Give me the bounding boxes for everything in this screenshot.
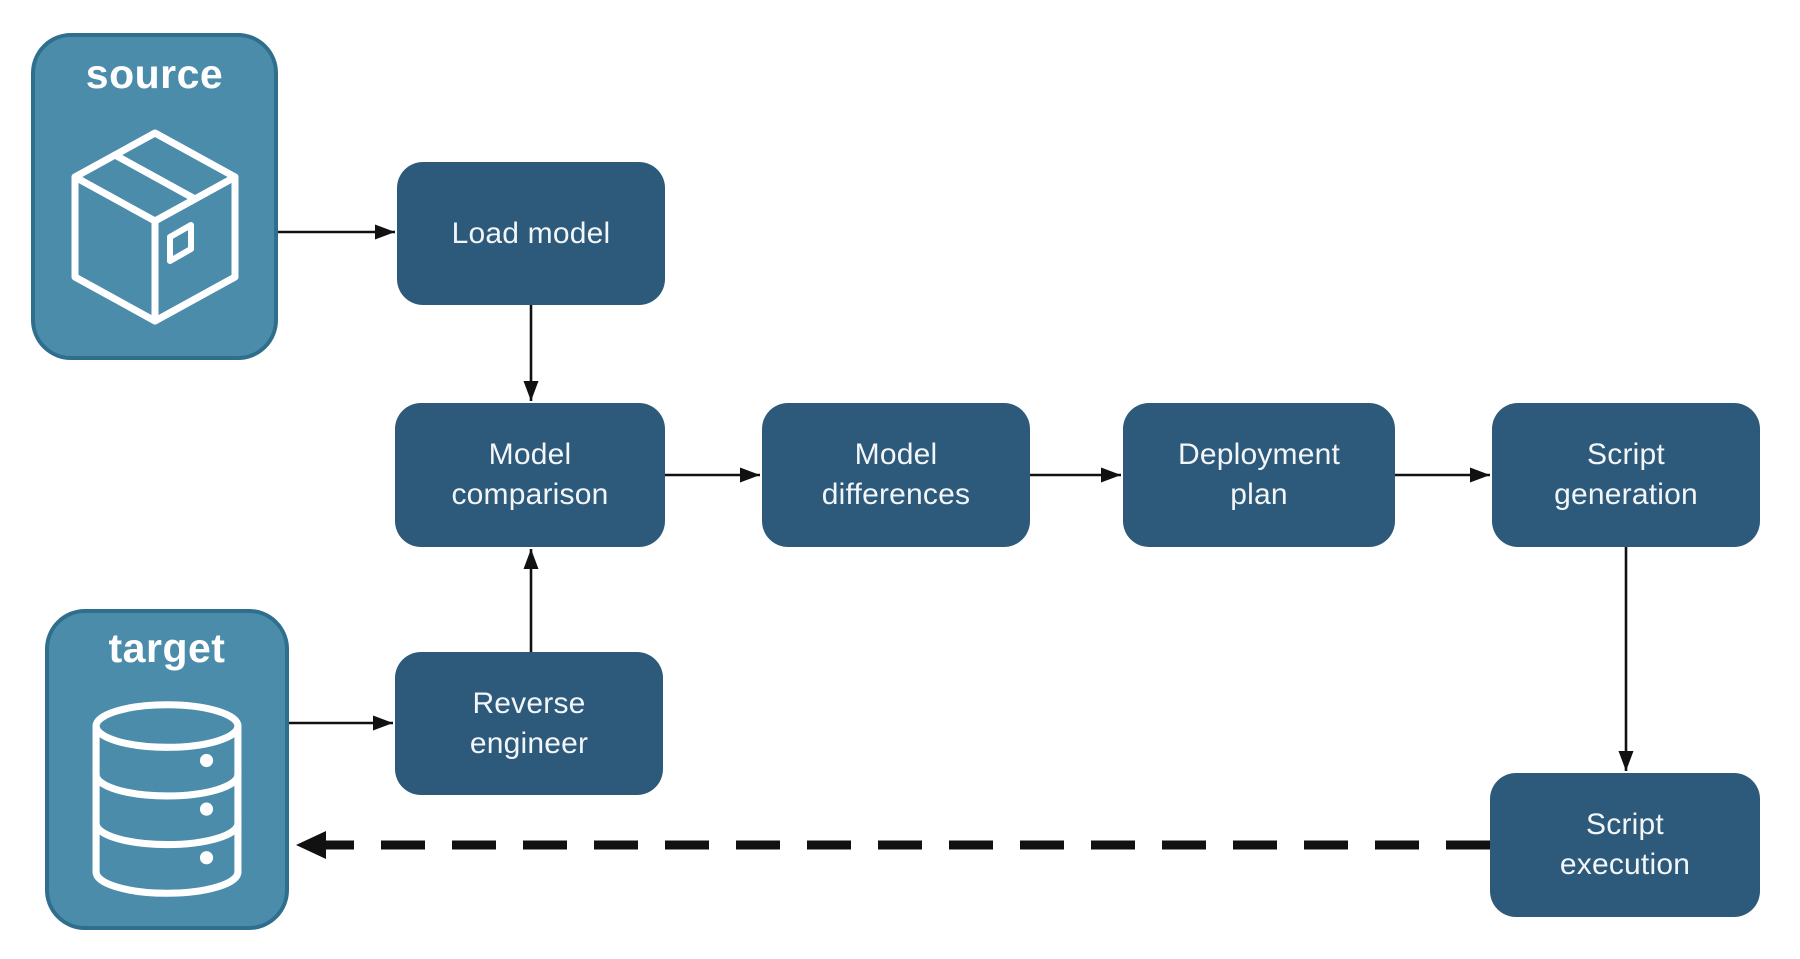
node-label: Deployment plan [1177,438,1341,511]
database-icon [91,672,243,926]
node-label: Script execution [1559,808,1691,881]
endpoint-target: target [45,609,289,930]
endpoint-source: source [31,33,278,360]
node-reverse-engineer: Reverse engineer [395,652,663,795]
node-label: Model differences [821,438,971,511]
node-model-differences: Model differences [762,403,1030,547]
node-script-execution: Script execution [1490,773,1760,917]
source-label: source [85,51,224,97]
node-label: Load model [451,216,611,250]
target-label: target [108,625,226,671]
node-model-comparison: Model comparison [395,403,665,547]
package-icon [67,98,243,356]
node-label: Model comparison [451,438,609,511]
node-label: Script generation [1554,438,1698,511]
node-label: Reverse engineer [469,686,589,760]
node-deployment-plan: Deployment plan [1123,403,1395,547]
node-load-model: Load model [397,162,665,305]
node-script-generation: Script generation [1492,403,1760,547]
